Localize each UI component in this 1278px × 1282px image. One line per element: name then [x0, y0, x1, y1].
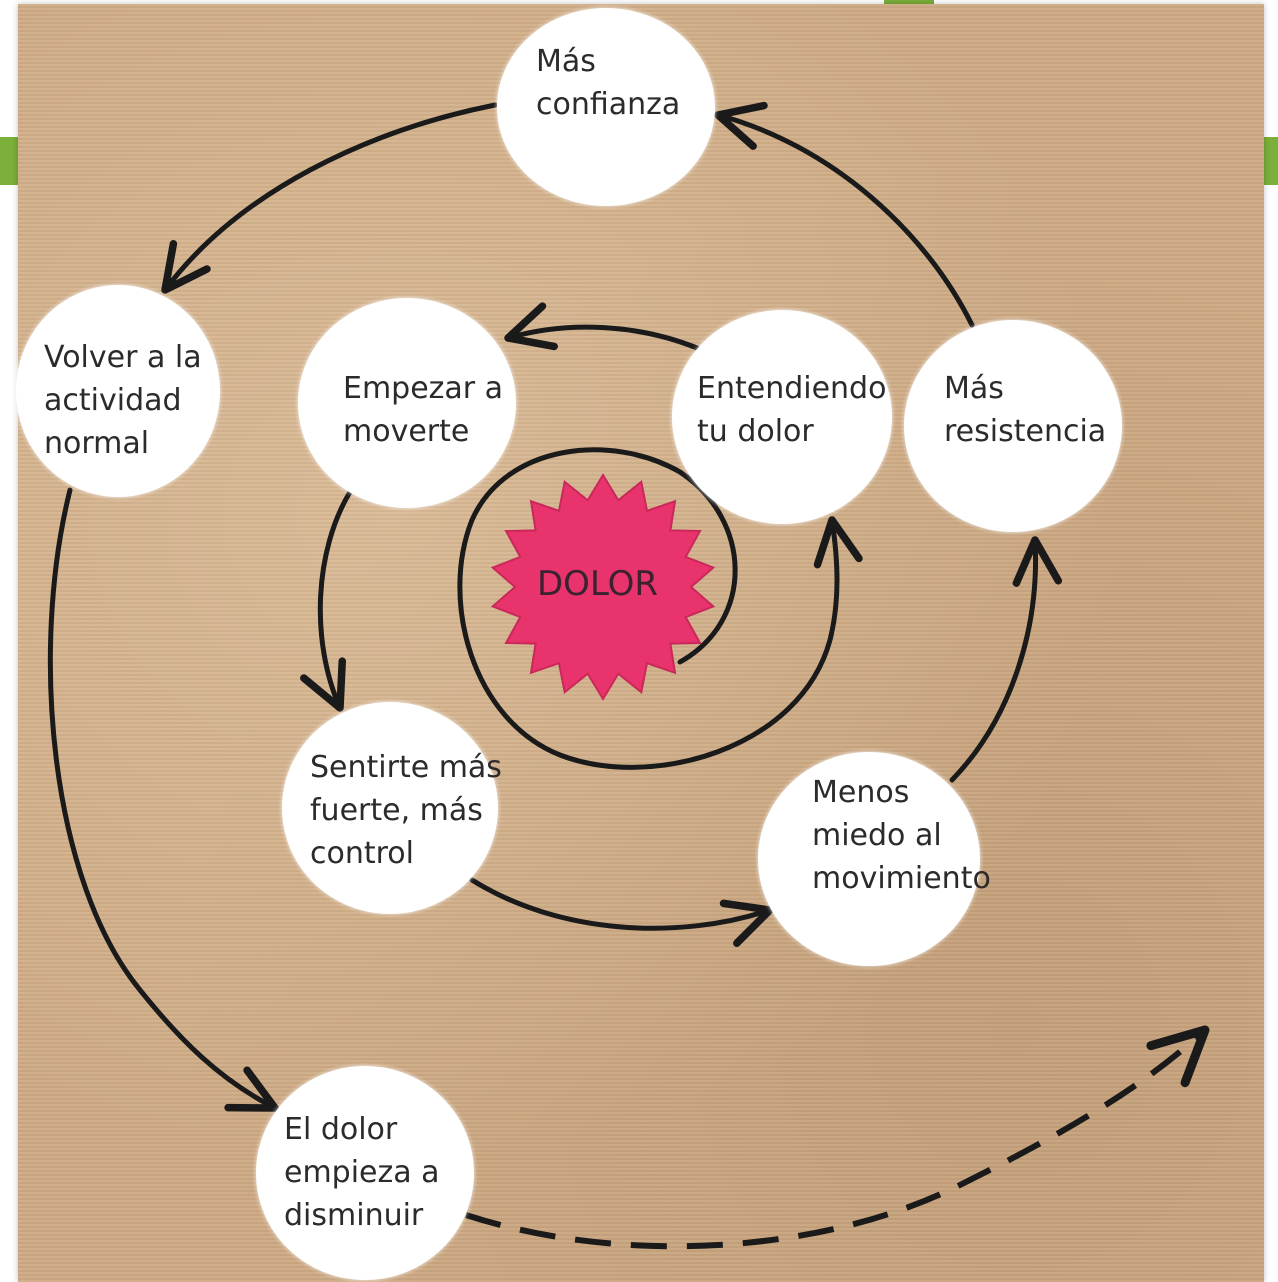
node-menos-miedo	[758, 752, 980, 966]
node-label-volver: Volver a la actividad normal	[44, 340, 202, 461]
arrow-entendiendo-to-empezar	[504, 302, 700, 351]
arrow-resistencia-to-confianza	[714, 101, 975, 328]
node-entendiendo	[672, 310, 892, 524]
node-mas-resistencia	[904, 320, 1122, 532]
node-label-mas-resistencia: Más resistencia	[944, 371, 1107, 449]
node-label-entendiendo: Entendiendo tu dolor	[697, 371, 887, 449]
node-label-el-dolor: El dolor empieza a disminuir	[284, 1112, 440, 1233]
center-label: DOLOR	[537, 564, 659, 604]
right-accent-bar	[1262, 137, 1278, 185]
arrow-volver-to-el-dolor	[47, 487, 279, 1112]
node-el-dolor	[256, 1066, 474, 1280]
node-sentirte	[282, 702, 498, 914]
node-empezar	[298, 298, 516, 508]
node-volver	[16, 285, 220, 497]
arrow-sentirte-to-menos-miedo	[469, 877, 774, 947]
arrow-empezar-to-sentirte	[300, 489, 353, 712]
node-label-empezar: Empezar a moverte	[343, 371, 504, 449]
node-label-menos-miedo: Menos miedo al movimiento	[812, 775, 991, 896]
arrow-menos-miedo-to-resistencia	[949, 536, 1063, 783]
node-label-mas-confianza: Más confianza	[536, 44, 681, 122]
dolor-star-burst	[490, 473, 716, 701]
node-mas-confianza	[497, 8, 715, 206]
node-label-sentirte: Sentirte más fuerte, más control	[310, 750, 502, 871]
arrow-confianza-to-volver	[161, 102, 498, 294]
dashed-continuation-arrow	[465, 1025, 1210, 1250]
left-accent-bar	[0, 137, 20, 185]
